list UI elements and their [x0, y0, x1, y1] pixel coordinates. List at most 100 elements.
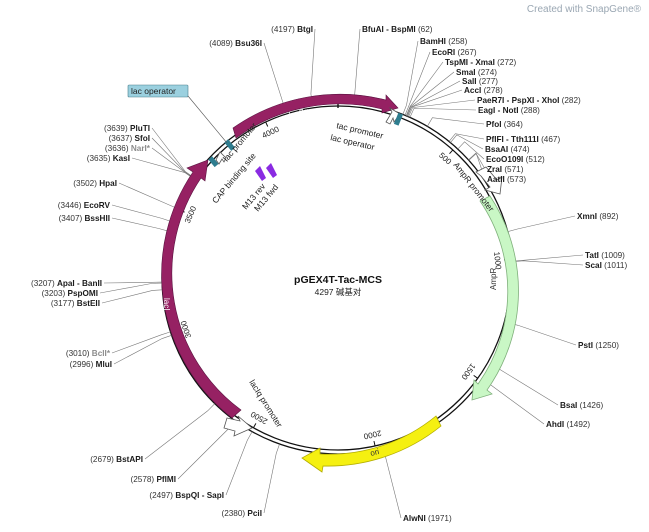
restriction-site-label[interactable]: (4197) BtgI — [271, 25, 313, 34]
site-enzyme-name: XmnI — [577, 212, 597, 221]
restriction-site-label[interactable]: SalI (277) — [462, 77, 498, 86]
site-connector-line — [513, 254, 584, 262]
restriction-site-label[interactable]: ScaI (1011) — [585, 261, 627, 270]
site-enzyme-name: BssHII — [85, 214, 110, 223]
site-connector-line — [405, 61, 444, 116]
restriction-site-label[interactable]: PaeR7I - PspXI - XhoI (282) — [477, 96, 581, 105]
restriction-site-label[interactable]: (4089) Bsu36I — [209, 39, 262, 48]
site-position: (474) — [511, 145, 530, 154]
site-position: (512) — [526, 155, 545, 164]
site-connector-line — [450, 134, 484, 150]
restriction-site-label[interactable]: ZraI (571) — [487, 165, 524, 174]
site-position: (2679) — [90, 455, 114, 464]
restriction-site-label[interactable]: XmnI (892) — [577, 212, 619, 221]
site-enzyme-name: Bsu36I — [235, 39, 262, 48]
restriction-site-label[interactable]: BamHI (258) — [420, 37, 468, 46]
restriction-site-label[interactable]: SmaI (274) — [456, 68, 497, 77]
site-enzyme-name: AccI — [464, 86, 481, 95]
tick-label: 1000 — [492, 251, 503, 270]
ori-feature[interactable] — [301, 415, 442, 473]
site-enzyme-name: NarI* — [131, 144, 151, 153]
site-enzyme-name: SalI — [462, 77, 477, 86]
site-position: (3636) — [105, 144, 129, 153]
site-position: (1011) — [604, 261, 627, 270]
restriction-site-label[interactable]: AatII (573) — [487, 175, 526, 184]
restriction-site-label[interactable]: BfuAI - BspMI (62) — [362, 25, 433, 34]
restriction-site-label[interactable]: (3446) EcoRV — [58, 201, 111, 210]
site-position: (3446) — [58, 201, 82, 210]
lac-operator-callout-line — [187, 95, 228, 144]
restriction-site-label[interactable]: EagI - NotI (288) — [478, 106, 540, 115]
plasmid-name: pGEX4T-Tac-MCS — [294, 274, 382, 286]
cap-binding-site-feature[interactable] — [208, 156, 219, 168]
AmpR-promoter-feature[interactable] — [475, 166, 503, 195]
restriction-site-label[interactable]: (3502) HpaI — [73, 179, 117, 188]
restriction-site-label[interactable]: (3636) NarI* — [105, 144, 151, 153]
site-enzyme-name: EcoRI — [432, 48, 455, 57]
restriction-site-label[interactable]: (3407) BssHII — [59, 214, 110, 223]
site-position: (3203) — [42, 289, 66, 298]
restriction-site-label[interactable]: (3207) ApaI - BanII — [31, 279, 102, 288]
site-position: (267) — [458, 48, 477, 57]
site-position: (1426) — [580, 401, 604, 410]
restriction-site-label[interactable]: TspMI - XmaI (272) — [445, 58, 517, 67]
site-position: (364) — [504, 120, 523, 129]
restriction-site-label[interactable]: PflFI - Tth111I (467) — [486, 135, 560, 144]
restriction-site-label[interactable]: (3177) BstEII — [51, 299, 100, 308]
lac-operator-left-feature[interactable] — [224, 139, 236, 151]
restriction-site-label[interactable]: PfoI (364) — [486, 120, 523, 129]
site-enzyme-name: BclI* — [92, 349, 111, 358]
restriction-site-label[interactable]: EcoO109I (512) — [486, 155, 545, 164]
tick-mark — [265, 121, 269, 127]
snapgene-watermark: Created with SnapGene® — [526, 4, 641, 15]
site-connector-line — [310, 28, 316, 104]
site-enzyme-name: KasI — [113, 154, 130, 163]
restriction-site-label[interactable]: PstI (1250) — [578, 341, 619, 350]
site-position: (3639) — [104, 124, 128, 133]
site-position: (3207) — [31, 279, 55, 288]
restriction-site-label[interactable]: AhdI (1492) — [546, 420, 590, 429]
site-enzyme-name: PaeR7I - PspXI - XhoI — [477, 96, 559, 105]
site-connector-line — [113, 335, 172, 365]
restriction-site-label[interactable]: AlwNI (1971) — [403, 514, 452, 523]
restriction-site-label[interactable]: (2497) BspQI - SapI — [149, 491, 224, 500]
restriction-site-label[interactable]: EcoRI (267) — [432, 48, 477, 57]
site-connector-line — [457, 141, 485, 160]
site-position: (4197) — [271, 25, 295, 34]
lac-promoter-feature[interactable] — [215, 151, 227, 165]
site-enzyme-name: BspQI - SapI — [175, 491, 224, 500]
restriction-site-label[interactable]: (2996) MluI — [70, 360, 112, 369]
site-position: (2380) — [221, 509, 245, 518]
restriction-site-label[interactable]: TatI (1009) — [585, 251, 625, 260]
restriction-site-label[interactable]: (3635) KasI — [87, 154, 130, 163]
lac-operator-callout-box — [127, 84, 189, 98]
site-enzyme-name: PflMI — [156, 475, 176, 484]
restriction-site-label[interactable]: (2578) PflMI — [130, 475, 176, 484]
site-enzyme-name: PciI — [247, 509, 262, 518]
lacZa-feature[interactable] — [232, 93, 399, 139]
restriction-site-label[interactable]: (3203) PspOMI — [42, 289, 98, 298]
site-position: (3407) — [59, 214, 83, 223]
restriction-site-label[interactable]: AccI (278) — [464, 86, 503, 95]
site-enzyme-name: ZraI — [487, 165, 502, 174]
site-enzyme-name: EagI - NotI — [478, 106, 518, 115]
lac-operator-right-feature[interactable] — [393, 112, 404, 126]
restriction-site-label[interactable]: BsaAI (474) — [485, 145, 530, 154]
site-connector-line — [101, 289, 163, 304]
site-enzyme-name: TspMI - XmaI — [445, 58, 495, 67]
site-position: (288) — [521, 106, 540, 115]
restriction-site-label[interactable]: (3639) PluTI — [104, 124, 150, 133]
lacI-feature[interactable] — [161, 159, 242, 419]
AmpR-feature[interactable] — [471, 195, 519, 401]
restriction-site-label[interactable]: BsaI (1426) — [560, 401, 604, 410]
m13-rev-feature[interactable] — [255, 166, 266, 181]
restriction-site-label[interactable]: (2679) BstAPI — [90, 455, 143, 464]
site-position: (278) — [484, 86, 503, 95]
restriction-site-label[interactable]: (3010) BclI* — [66, 349, 111, 358]
restriction-site-label[interactable]: (2380) PciI — [221, 509, 262, 518]
restriction-site-label[interactable]: (3637) SfoI — [109, 134, 150, 143]
site-connector-line — [151, 137, 194, 179]
lacIq-promoter-feature[interactable] — [223, 415, 253, 437]
m13-fwd-feature[interactable] — [266, 163, 277, 178]
